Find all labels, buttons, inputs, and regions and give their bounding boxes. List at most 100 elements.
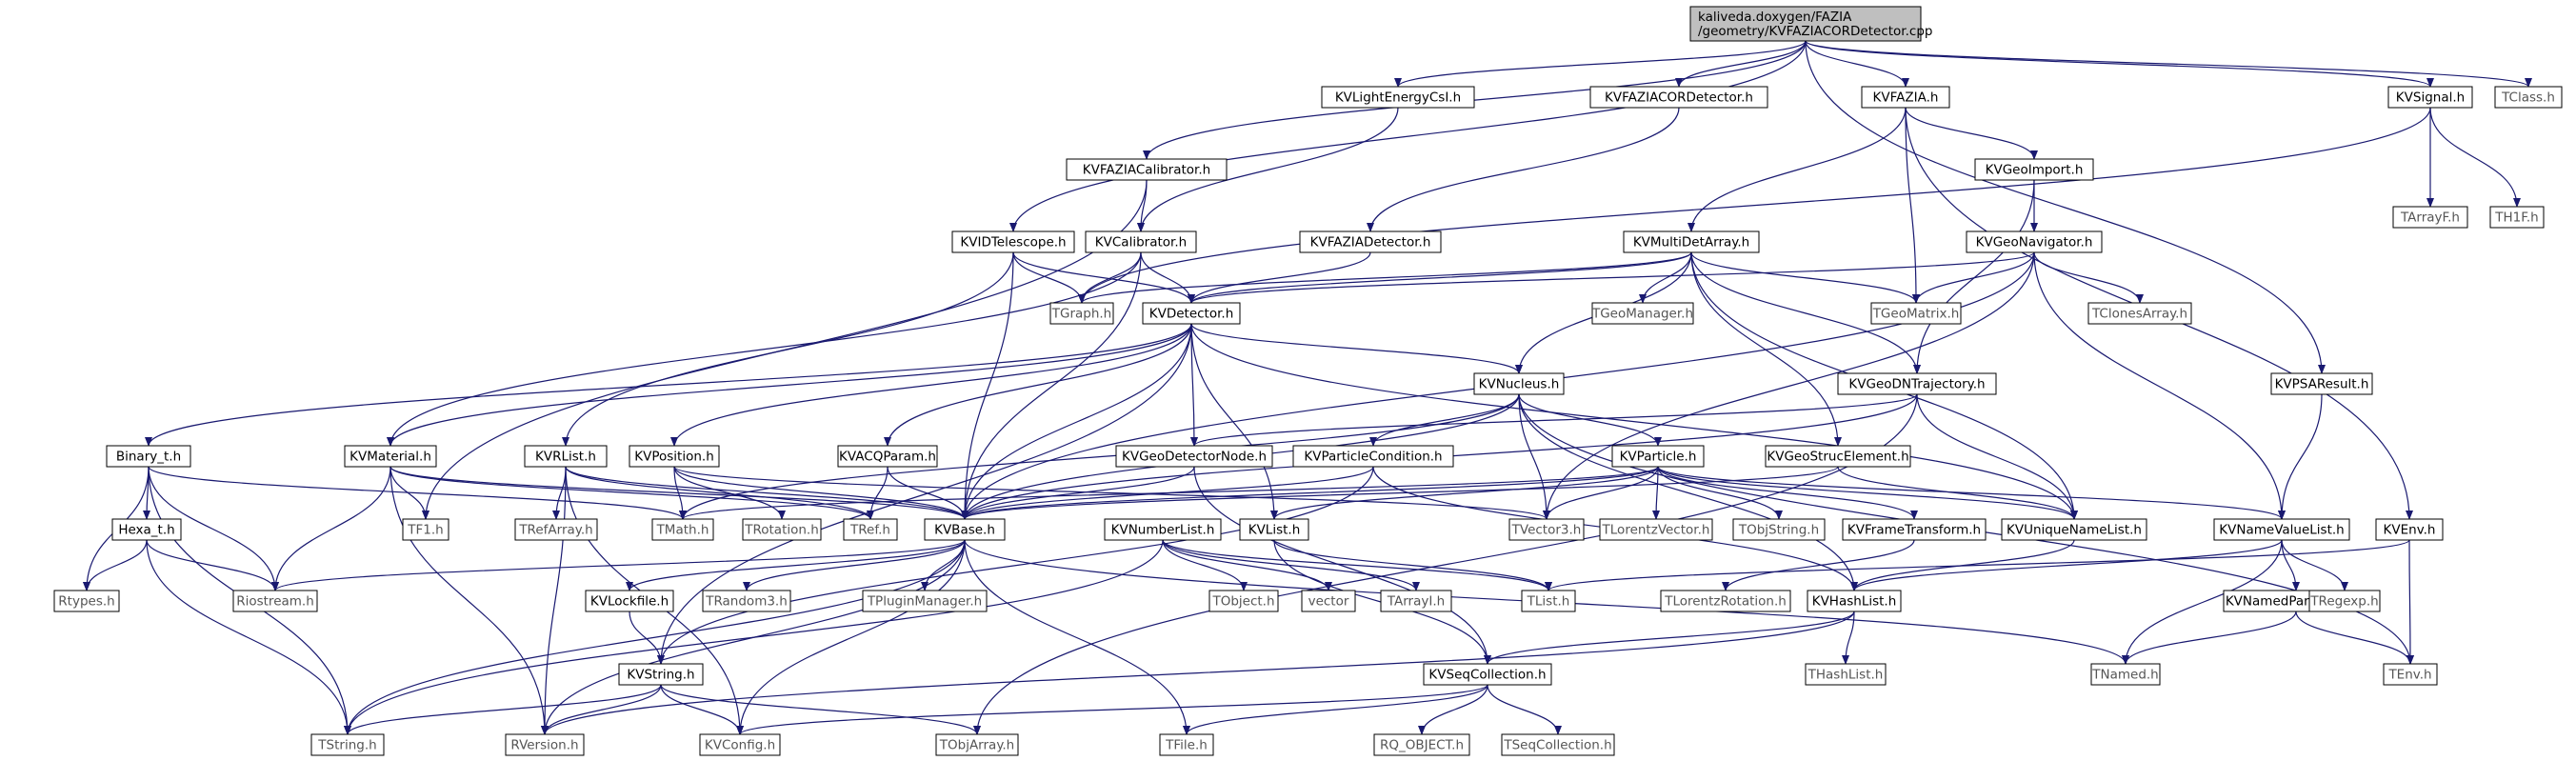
edge-kvhashlist-to-rversion: [541, 611, 1855, 735]
node-tobjstring[interactable]: TObjString.h: [1732, 518, 1826, 541]
edge-kvparticle-to-tvector3: [1543, 466, 1659, 520]
node-label: KVBase.h: [934, 523, 995, 538]
node-trandom3[interactable]: TRandom3.h: [702, 590, 791, 612]
node-kvgeonavigator[interactable]: KVGeoNavigator.h: [1966, 230, 2103, 253]
node-tseqcollection[interactable]: TSeqCollection.h: [1501, 733, 1615, 756]
node-kvmaterial[interactable]: KVMaterial.h: [344, 445, 437, 468]
node-box: [1085, 230, 1197, 253]
node-kvmultidetarray[interactable]: KVMultiDetArray.h: [1623, 230, 1760, 253]
node-kvframetransform[interactable]: KVFrameTransform.h: [1842, 518, 1987, 541]
node-kvposition[interactable]: KVPosition.h: [629, 445, 720, 468]
node-kvsignal[interactable]: KVSignal.h: [2387, 86, 2473, 109]
node-label: KVFAZIADetector.h: [1310, 235, 1431, 250]
node-tgeomatrix[interactable]: TGeoMatrix.h: [1870, 302, 1962, 325]
node-tgeomanager[interactable]: TGeoManager.h: [1591, 302, 1694, 325]
node-rtypes[interactable]: Rtypes.h: [53, 590, 120, 612]
node-kvparticlecondition[interactable]: KVParticleCondition.h: [1292, 445, 1454, 468]
node-vector[interactable]: vector: [1301, 590, 1356, 612]
node-label: Hexa_t.h: [118, 523, 174, 538]
node-tvector3[interactable]: TVector3.h: [1508, 518, 1585, 541]
node-kvfaziacordetector[interactable]: KVFAZIACORDetector.h: [1589, 86, 1768, 109]
node-kvstring[interactable]: KVString.h: [618, 663, 704, 686]
node-box: [1239, 518, 1309, 541]
node-tarrayi[interactable]: TArrayI.h: [1380, 590, 1452, 612]
node-th1f[interactable]: TH1F.h: [2489, 206, 2545, 229]
edge-kvstring-to-tstring: [344, 684, 662, 735]
node-kvcalibrator[interactable]: KVCalibrator.h: [1085, 230, 1197, 253]
node-tclonesarray[interactable]: TClonesArray.h: [2087, 302, 2192, 325]
node-box: [344, 445, 437, 468]
edge-kvdetector-to-binary-t: [145, 323, 1192, 447]
node-tpluginmanager[interactable]: TPluginManager.h: [862, 590, 988, 612]
node-tlorentzrotation[interactable]: TLorentzRotation.h: [1660, 590, 1791, 612]
node-kvfazia[interactable]: KVFAZIA.h: [1861, 86, 1950, 109]
node-kvbase[interactable]: KVBase.h: [924, 518, 1006, 541]
node-binary-t[interactable]: Binary_t.h: [106, 445, 191, 468]
node-kvconfig[interactable]: KVConfig.h: [699, 733, 781, 756]
node-kvgeostrucelement[interactable]: KVGeoStrucElement.h: [1765, 445, 1911, 468]
node-kvnucleus[interactable]: KVNucleus.h: [1473, 372, 1565, 395]
node-tf1[interactable]: TF1.h: [402, 518, 449, 541]
node-thashlist[interactable]: THashList.h: [1805, 663, 1887, 686]
node-label: /geometry/KVFAZIACORDetector.cpp: [1698, 24, 1932, 39]
node-rq-object[interactable]: RQ_OBJECT.h: [1373, 733, 1470, 756]
node-kvgeoimport[interactable]: KVGeoImport.h: [1974, 158, 2094, 181]
edge-kvdetector-to-kvposition: [670, 323, 1192, 447]
node-tregexp[interactable]: TRegexp.h: [2308, 590, 2381, 612]
node-tlist[interactable]: TList.h: [1521, 590, 1576, 612]
node-riostream[interactable]: Riostream.h: [232, 590, 318, 612]
node-kvdetector[interactable]: KVDetector.h: [1142, 302, 1241, 325]
edge-kvmultidetarray-to-tgraph: [1078, 251, 1692, 304]
node-tclass[interactable]: TClass.h: [2494, 86, 2563, 109]
node-label: KVMaterial.h: [349, 450, 431, 465]
node-kvidtelescope[interactable]: KVIDTelescope.h: [951, 230, 1075, 253]
node-kvseqcollection[interactable]: KVSeqCollection.h: [1423, 663, 1552, 686]
node-kvenv[interactable]: KVEnv.h: [2375, 518, 2444, 541]
node-hexa-t[interactable]: Hexa_t.h: [111, 518, 182, 541]
node-root[interactable]: kaliveda.doxygen/FAZIA/geometry/KVFAZIAC…: [1689, 6, 1932, 42]
node-kvnumberlist[interactable]: KVNumberList.h: [1104, 518, 1222, 541]
node-kvparticle[interactable]: KVParticle.h: [1611, 445, 1705, 468]
node-tgraph[interactable]: TGraph.h: [1049, 302, 1114, 325]
node-box: [524, 445, 608, 468]
node-tstring[interactable]: TString.h: [310, 733, 385, 756]
node-tfile[interactable]: TFile.h: [1159, 733, 1214, 756]
node-box: [53, 590, 120, 612]
node-box: [505, 733, 585, 756]
edge-root-to-kvidtelescope: [1009, 40, 1807, 232]
edge-kvcalibrator-to-kvmaterial: [387, 251, 1142, 447]
node-tlorentzvector[interactable]: TLorentzVector.h: [1599, 518, 1713, 541]
node-kvpsaresult[interactable]: KVPSAResult.h: [2270, 372, 2373, 395]
node-kvfaziacalibrator[interactable]: KVFAZIACalibrator.h: [1066, 158, 1228, 181]
node-tenv[interactable]: TEnv.h: [2383, 663, 2438, 686]
edge-kvstring-to-rversion: [541, 684, 662, 735]
node-kvacqparam[interactable]: KVACQParam.h: [837, 445, 938, 468]
node-tnamed[interactable]: TNamed.h: [2090, 663, 2161, 686]
node-kvrlist[interactable]: KVRList.h: [524, 445, 608, 468]
node-tmath[interactable]: TMath.h: [651, 518, 714, 541]
node-kvnamevaluelist[interactable]: KVNameValueList.h: [2213, 518, 2350, 541]
edge-kvgeonavigator-to-tvector3: [1543, 251, 2035, 520]
node-label: TGeoManager.h: [1591, 307, 1693, 322]
node-trotation[interactable]: TRotation.h: [742, 518, 822, 541]
node-kvlockfile[interactable]: KVLockfile.h: [585, 590, 674, 612]
node-tarrayf[interactable]: TArrayF.h: [2392, 206, 2468, 229]
node-kvgeodntrajectory[interactable]: KVGeoDNTrajectory.h: [1837, 372, 1997, 395]
edge-kvnumberlist-to-tarrayi: [1162, 539, 1420, 591]
node-label: TNamed.h: [2091, 668, 2159, 683]
node-kvgeodetectornode[interactable]: KVGeoDetectorNode.h: [1115, 445, 1273, 468]
node-box: [1301, 590, 1356, 612]
node-tref[interactable]: TRef.h: [843, 518, 898, 541]
node-kvlightenergycsi[interactable]: KVLightEnergyCsI.h: [1321, 86, 1475, 109]
node-kvlist[interactable]: KVList.h: [1239, 518, 1309, 541]
node-trefarray[interactable]: TRefArray.h: [514, 518, 598, 541]
node-kvhashlist[interactable]: KVHashList.h: [1807, 590, 1902, 612]
node-label: TRef.h: [849, 523, 890, 538]
node-kvfaziadetector[interactable]: KVFAZIADetector.h: [1299, 230, 1442, 253]
node-rversion[interactable]: RVersion.h: [505, 733, 585, 756]
node-kvuniquenamelist[interactable]: KVUniqueNameList.h: [2001, 518, 2147, 541]
node-tobject[interactable]: TObject.h: [1208, 590, 1279, 612]
node-label: KVSeqCollection.h: [1428, 668, 1546, 683]
edge-kvframetransform-to-tlorentzrotation: [1722, 539, 1915, 591]
node-tobjarray[interactable]: TObjArray.h: [935, 733, 1019, 756]
